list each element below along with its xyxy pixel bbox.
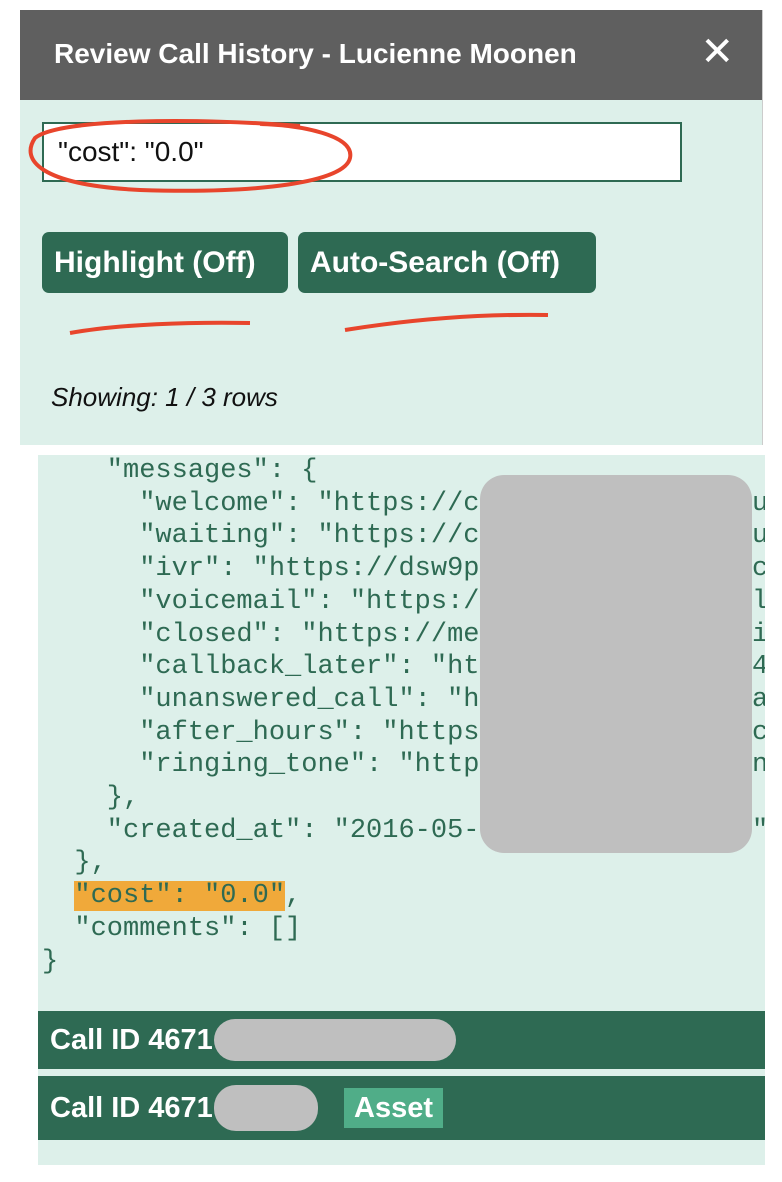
dialog-header: Review Call History - Lucienne Moonen ✕: [20, 10, 762, 100]
json-edge-char: 4: [752, 652, 765, 683]
json-edge-char: n: [752, 750, 765, 781]
json-edge-char: c: [752, 717, 765, 748]
json-edge-char: u: [752, 488, 765, 519]
json-line: "welcome": "https://c: [42, 488, 480, 519]
redaction-pill: [214, 1085, 318, 1131]
json-text: "messages": { "welcome": "https://c "wai…: [42, 456, 480, 977]
json-edge-chars: u u c l i 4 a c n ": [752, 455, 765, 847]
json-line: "ivr": "https://dsw9p: [42, 554, 480, 585]
call-row[interactable]: Call ID 4671 Asset: [38, 1076, 765, 1140]
json-line: "callback_later": "ht: [42, 652, 480, 683]
redaction-box: [480, 475, 752, 853]
redaction-pill: [214, 1019, 456, 1061]
json-edge-char: i: [752, 619, 765, 650]
highlight-toggle-button[interactable]: Highlight (Off): [42, 232, 288, 293]
json-line: "ringing_tone": "http: [42, 750, 480, 781]
search-highlight: "cost": "0.0": [74, 881, 286, 912]
json-edge-char: ": [752, 816, 765, 846]
call-row[interactable]: Call ID 4671: [38, 1011, 765, 1069]
json-line: "messages": {: [42, 456, 318, 486]
json-viewer: "messages": { "welcome": "https://c "wai…: [38, 455, 765, 1165]
json-edge-char: u: [752, 521, 765, 552]
json-line: "voicemail": "https:/: [42, 586, 480, 617]
json-line: },: [42, 783, 140, 814]
dialog-title: Review Call History - Lucienne Moonen: [54, 38, 577, 69]
json-line: "after_hours": "https: [42, 717, 480, 748]
json-edge-char: c: [752, 554, 765, 585]
json-line: "created_at": "2016-05-: [42, 815, 480, 846]
json-line: },: [42, 848, 107, 879]
json-line: "unanswered_call": "h: [42, 684, 480, 715]
asset-badge: Asset: [344, 1088, 443, 1128]
close-icon[interactable]: ✕: [700, 30, 734, 74]
json-line: "waiting": "https://c: [42, 521, 480, 552]
auto-search-toggle-button[interactable]: Auto-Search (Off): [298, 232, 596, 293]
json-line: "closed": "https://me: [42, 619, 480, 650]
search-input[interactable]: "cost": "0.0": [42, 122, 682, 182]
json-edge-char: a: [752, 684, 765, 715]
json-edge-char: l: [752, 586, 765, 617]
row-count-status: Showing: 1 / 3 rows: [51, 382, 278, 412]
call-history-dialog: Review Call History - Lucienne Moonen ✕ …: [20, 10, 763, 445]
